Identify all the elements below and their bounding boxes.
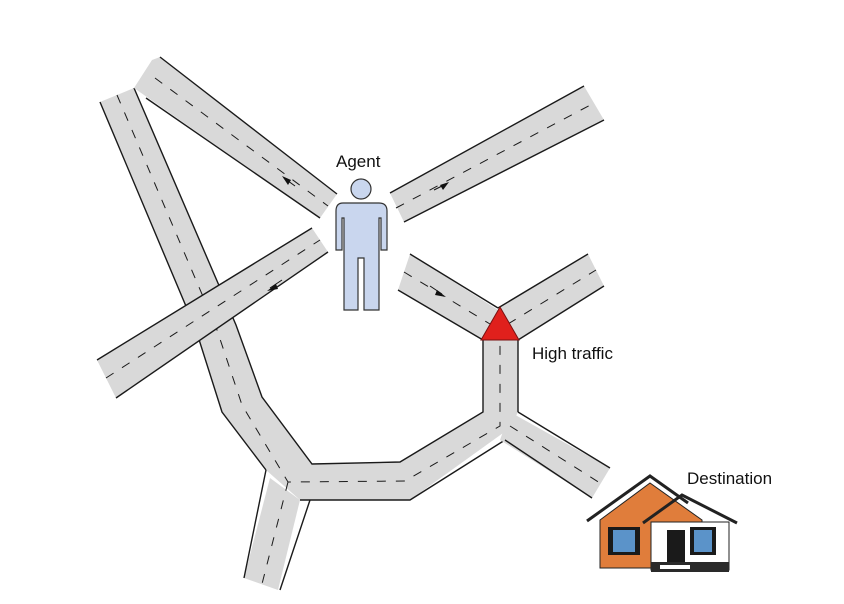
agent-label: Agent xyxy=(336,152,381,171)
house-icon xyxy=(586,474,738,572)
destination-label: Destination xyxy=(687,469,772,488)
person-icon xyxy=(335,178,388,311)
road-agent-to-traffic xyxy=(397,253,499,341)
road-to-destination xyxy=(500,411,611,499)
road-upper-right xyxy=(389,85,605,223)
high-traffic-label: High traffic xyxy=(532,344,613,363)
warning-triangle-icon xyxy=(480,305,520,341)
road-upper-left xyxy=(134,56,338,219)
road-lower-left xyxy=(96,227,329,399)
road-traffic-right xyxy=(497,253,605,341)
road-bottom-left xyxy=(243,469,311,591)
